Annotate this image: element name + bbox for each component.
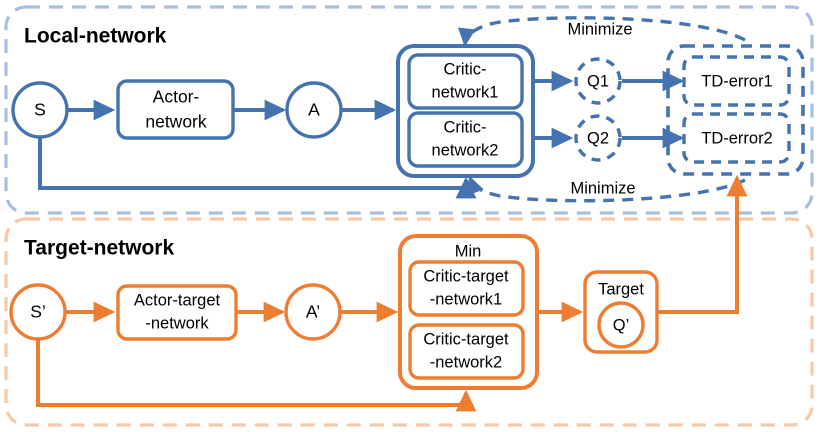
box-actor-target-network-label-line2: -network bbox=[145, 314, 209, 332]
edge-minimize-bottom bbox=[467, 175, 746, 203]
edge-minimize-top bbox=[457, 16, 746, 47]
minimize-bottom-label: Minimize bbox=[570, 179, 635, 197]
box-critic-target-network1-label-line1: Critic-target bbox=[423, 267, 509, 285]
node-state-s[interactable] bbox=[11, 81, 69, 139]
node-action-a[interactable] bbox=[285, 81, 343, 139]
min-group-label: Min bbox=[455, 242, 482, 260]
box-td-error1-label: TD-error1 bbox=[701, 72, 773, 90]
box-critic-network1-label-line1: Critic- bbox=[443, 60, 486, 78]
box-critic-target-network1[interactable] bbox=[408, 260, 525, 317]
box-actor-network-label-line1: Actor- bbox=[153, 87, 200, 107]
node-q2[interactable] bbox=[574, 114, 622, 162]
edge-target-to-td-error bbox=[657, 174, 748, 314]
edge-s-feedback-to-critics bbox=[38, 137, 477, 199]
box-td-error2[interactable] bbox=[682, 112, 791, 164]
box-td-error2-label: TD-error2 bbox=[701, 129, 773, 147]
box-critic-network2-label-line1: Critic- bbox=[443, 118, 486, 136]
box-critic-target-network2[interactable] bbox=[408, 323, 525, 380]
node-q2-label: Q2 bbox=[587, 129, 609, 147]
box-critic-network2[interactable] bbox=[407, 111, 524, 168]
node-action-a-label: A bbox=[308, 100, 320, 120]
box-actor-target-network[interactable] bbox=[116, 284, 238, 341]
node-state-sprime[interactable] bbox=[9, 283, 67, 341]
box-td-error1[interactable] bbox=[682, 55, 791, 107]
node-state-sprime-label: S’ bbox=[30, 302, 46, 322]
box-critic-target-network2-label-line2: -network2 bbox=[430, 353, 502, 371]
box-actor-target-network-label-line1: Actor-target bbox=[134, 291, 221, 309]
node-q-prime-label: Q’ bbox=[613, 316, 630, 334]
local-network-title: Local-network bbox=[24, 25, 167, 48]
box-critic-target-network1-label-line2: -network1 bbox=[430, 290, 502, 308]
target-network-container bbox=[4, 217, 814, 427]
node-state-s-label: S bbox=[34, 100, 46, 120]
box-critic-target-network2-label-line1: Critic-target bbox=[423, 330, 509, 348]
box-actor-network[interactable] bbox=[116, 79, 235, 140]
box-critic-network1-label-line2: network1 bbox=[432, 83, 499, 101]
td-error-group-container bbox=[666, 44, 805, 176]
box-critic-network1[interactable] bbox=[407, 53, 524, 110]
node-action-aprime[interactable] bbox=[284, 283, 342, 341]
local-network-container bbox=[4, 5, 814, 215]
box-actor-network-label-line2: network bbox=[145, 112, 207, 132]
minimize-top-label: Minimize bbox=[567, 20, 632, 38]
box-target-value-label: Target bbox=[598, 280, 644, 298]
target-network-title: Target-network bbox=[24, 237, 174, 260]
node-q1[interactable] bbox=[574, 57, 622, 105]
box-critic-network2-label-line2: network2 bbox=[432, 141, 499, 159]
node-q1-label: Q1 bbox=[587, 72, 609, 90]
node-q-prime[interactable] bbox=[597, 301, 645, 349]
node-action-aprime-label: A’ bbox=[306, 302, 320, 322]
edge-sprime-feedback-to-min bbox=[36, 339, 477, 412]
